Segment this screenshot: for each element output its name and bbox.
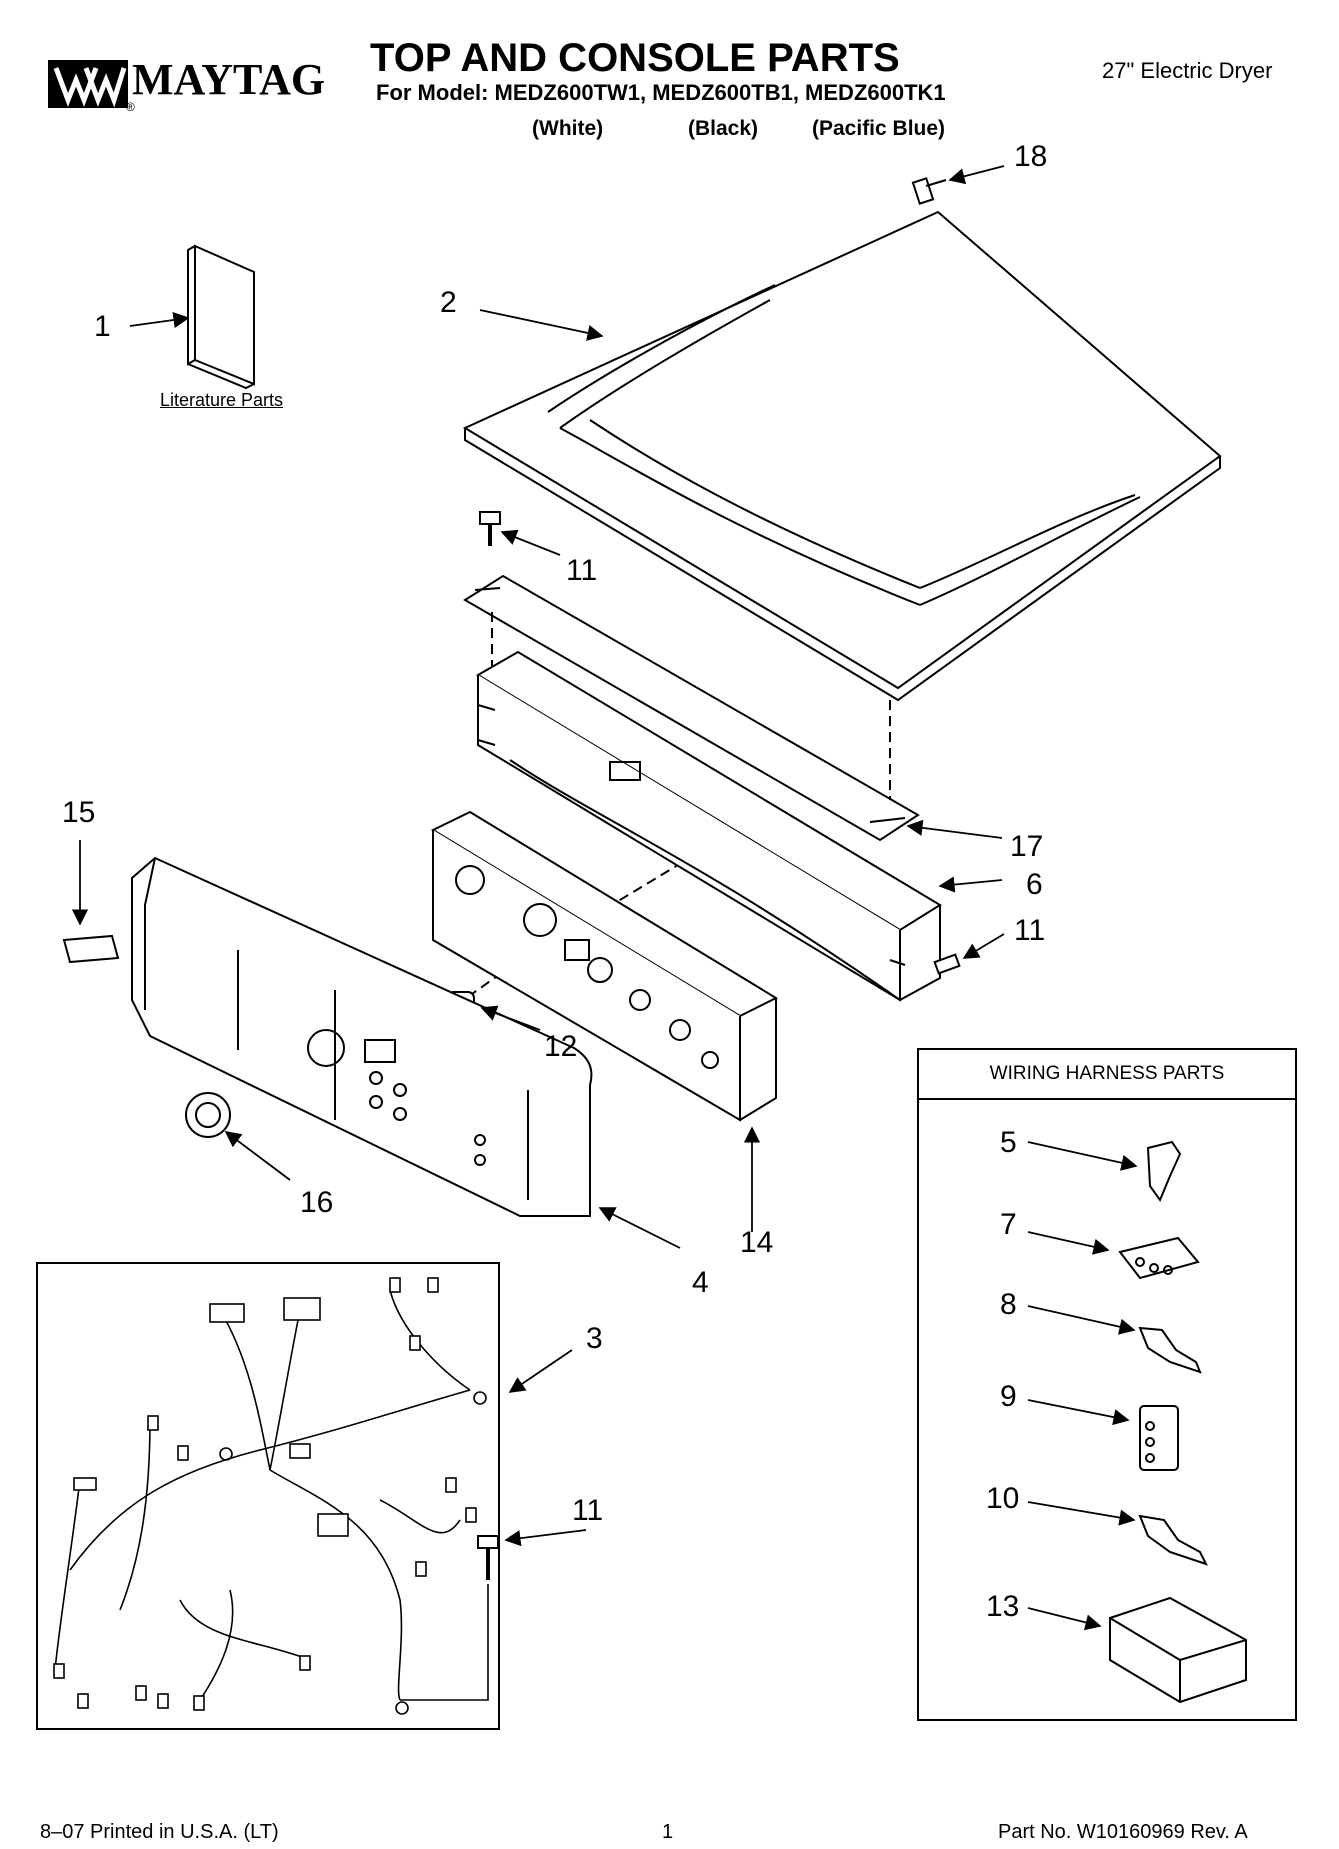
console-panel-part	[131, 856, 593, 1217]
badge-part	[62, 934, 120, 964]
knob-part	[185, 1092, 231, 1138]
callout-11-lower: 11	[572, 1494, 604, 1527]
color-white: (White)	[532, 117, 604, 140]
maytag-emblem-icon	[48, 60, 128, 108]
page-title: TOP AND CONSOLE PARTS	[370, 36, 900, 80]
screw-part-11-upper	[479, 511, 501, 546]
color-pacific-blue: (Pacific Blue)	[812, 117, 946, 140]
terminal-part-8	[1138, 1326, 1202, 1374]
callout-11-upper: 11	[566, 554, 598, 587]
screw-part-18	[911, 177, 947, 205]
literature-booklet-part	[187, 244, 255, 390]
connector-housing-part	[1118, 1236, 1200, 1280]
callout-18: 18	[1014, 140, 1048, 173]
callout-17: 17	[1010, 830, 1044, 863]
brand-name: MAYTAG	[132, 55, 326, 104]
bracket-bar-part	[463, 574, 920, 842]
callout-9: 9	[1000, 1380, 1017, 1413]
callout-14: 14	[740, 1226, 774, 1259]
callout-8: 8	[1000, 1288, 1017, 1321]
callout-10: 10	[986, 1482, 1020, 1515]
callout-2: 2	[440, 286, 457, 319]
callout-4: 4	[692, 1266, 709, 1299]
screw-part-11-side	[933, 953, 961, 975]
maytag-logo: MAYTAG ®	[46, 54, 326, 116]
callout-16: 16	[300, 1186, 334, 1219]
callout-5: 5	[1000, 1126, 1017, 1159]
color-black: (Black)	[688, 117, 759, 140]
footer-page-number: 1	[662, 1821, 674, 1843]
model-subtitle: For Model: MEDZ600TW1, MEDZ600TB1, MEDZ6…	[376, 80, 946, 105]
callout-3: 3	[586, 1322, 603, 1355]
callout-1: 1	[94, 310, 111, 343]
footer-printed: 8–07 Printed in U.S.A. (LT)	[40, 1821, 279, 1843]
dryer-top-panel-part	[462, 210, 1222, 702]
wire-clip-part	[1146, 1140, 1182, 1203]
control-board-part	[430, 810, 779, 1122]
wiring-harness-parts-title: WIRING HARNESS PARTS	[919, 1050, 1295, 1100]
callout-12: 12	[544, 1030, 578, 1063]
plug-part-9	[1139, 1405, 1179, 1471]
wiring-harness-parts-box: WIRING HARNESS PARTS	[917, 1048, 1297, 1721]
console-frame-part	[476, 650, 942, 1002]
wire-tray-part	[1109, 1596, 1247, 1704]
callout-7: 7	[1000, 1208, 1017, 1241]
footer-part-number: Part No. W10160969 Rev. A	[998, 1821, 1248, 1843]
callout-15: 15	[62, 796, 96, 829]
wiring-harness-inset	[36, 1262, 500, 1730]
registered-mark: ®	[126, 100, 135, 114]
wiring-harness-part	[53, 1277, 487, 1715]
callout-6: 6	[1026, 868, 1043, 901]
terminal-part-10	[1138, 1514, 1208, 1566]
callout-13: 13	[986, 1590, 1020, 1623]
literature-parts-label: Literature Parts	[160, 390, 284, 410]
dryer-type: 27" Electric Dryer	[1102, 58, 1273, 83]
callout-11-side: 11	[1014, 914, 1046, 947]
